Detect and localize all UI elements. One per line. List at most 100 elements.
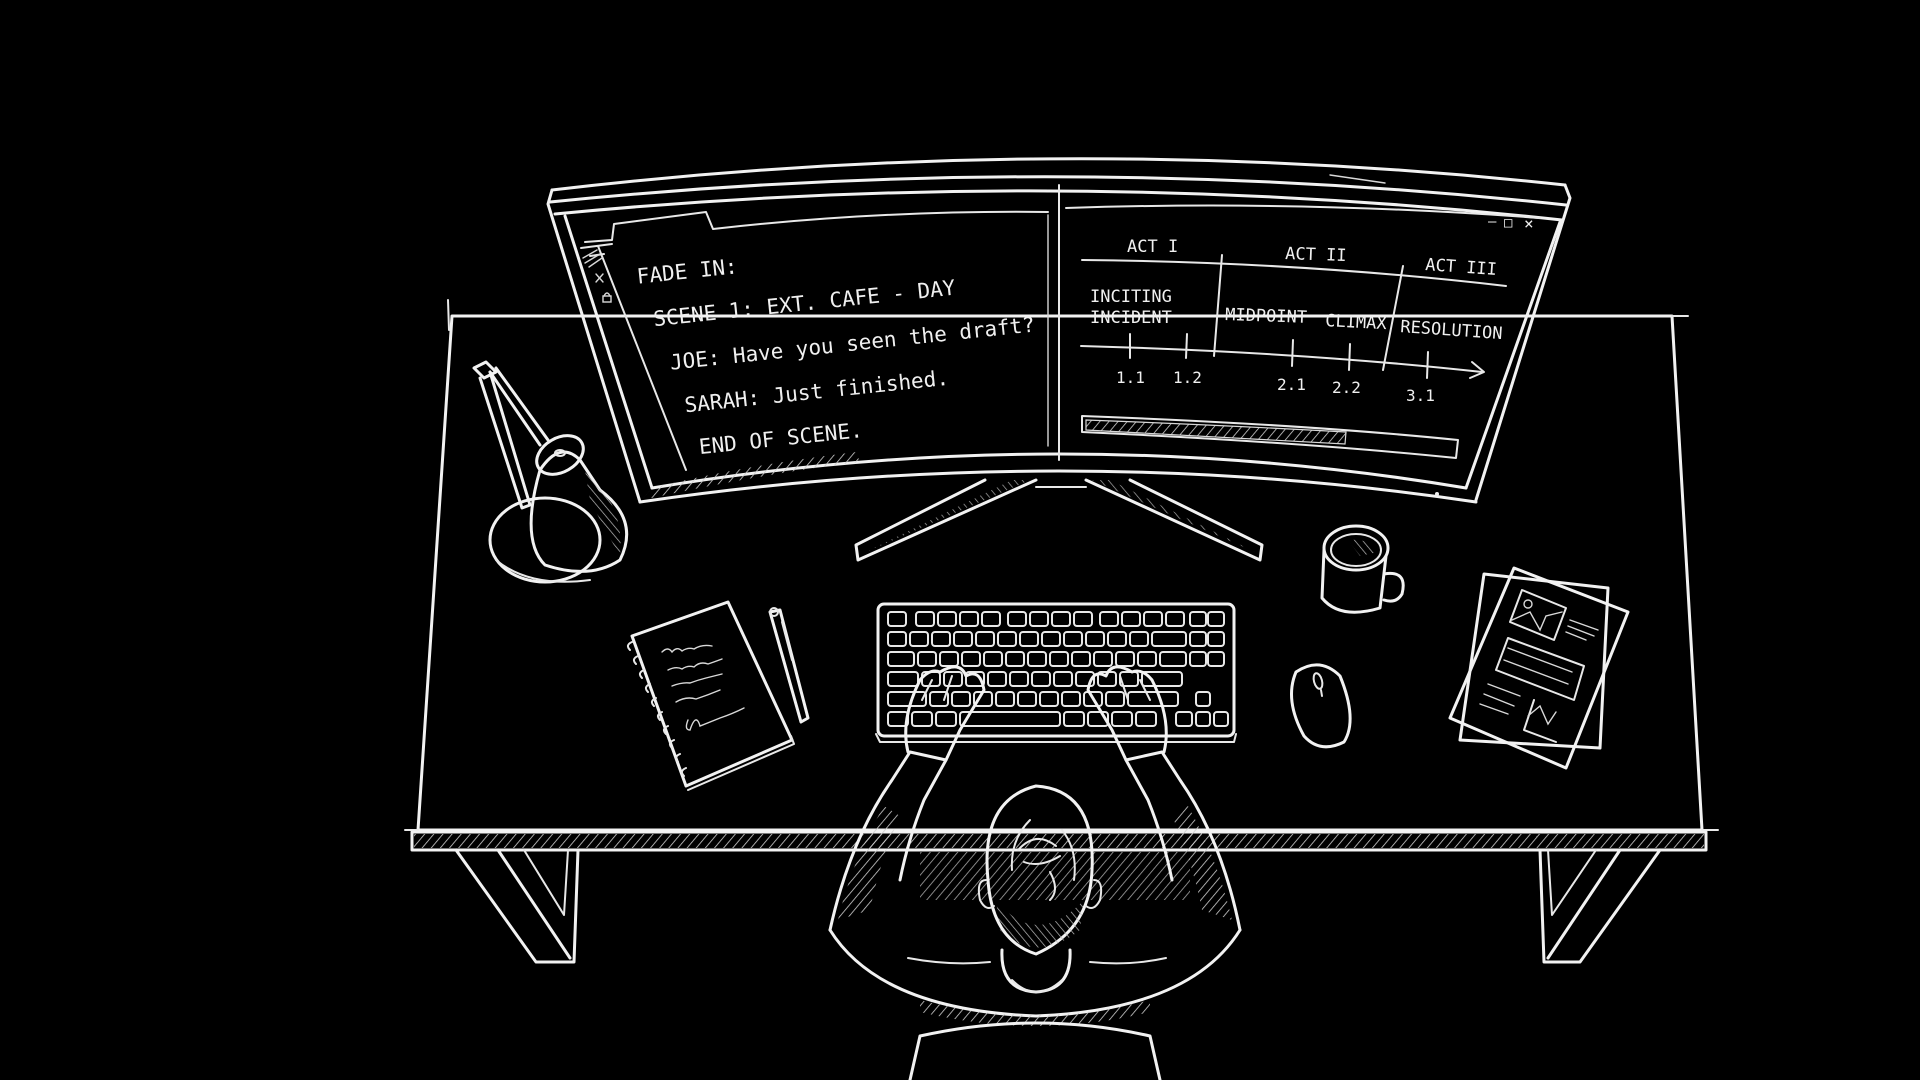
keyboard-key [1051, 611, 1071, 627]
keyboard-key [1207, 611, 1225, 627]
keyboard-key [1189, 611, 1207, 627]
timeline-arrow-icon [1469, 361, 1485, 379]
keyboard-key [1063, 631, 1083, 647]
keyboard-key [981, 611, 1001, 627]
keyboard-key [1085, 631, 1105, 647]
keyboard-key [953, 631, 973, 647]
coffee-mug [1320, 524, 1405, 614]
spiral-notebook [626, 600, 795, 791]
lock-icon[interactable] [602, 292, 612, 303]
keyboard-key [931, 631, 951, 647]
keyboard-key [1071, 651, 1091, 667]
keyboard-key [1087, 711, 1109, 727]
image-icon [1509, 589, 1567, 641]
act-1-label: ACT I [1127, 237, 1178, 257]
keyboard-key [1135, 711, 1157, 727]
keyboard-key [1151, 631, 1187, 647]
keyboard-key [1073, 611, 1093, 627]
keyboard-key [965, 671, 985, 687]
keyboard-key [1189, 651, 1207, 667]
pen [768, 607, 810, 724]
keyboard-key [959, 711, 1061, 727]
close-button[interactable]: × [1524, 214, 1534, 233]
tick-1-1: 1.1 [1116, 368, 1145, 387]
keyboard-key [1175, 711, 1193, 727]
minimize-button[interactable]: – [1488, 214, 1497, 230]
keyboard-key [937, 611, 957, 627]
keyboard-key [1107, 631, 1127, 647]
keyboard-key [1041, 631, 1061, 647]
timeline-axis [1080, 345, 1483, 373]
keyboard-key [935, 711, 957, 727]
beat-resolution: RESOLUTION [1400, 317, 1504, 344]
keyboard-key [1009, 671, 1029, 687]
keyboard-key [915, 611, 935, 627]
keyboard-key [1159, 651, 1187, 667]
keyboard-key [1143, 611, 1163, 627]
keyboard-key [887, 651, 915, 667]
keyboard-key [975, 631, 995, 647]
keyboard-key [1195, 691, 1211, 707]
script-line-1[interactable]: FADE IN: [636, 254, 739, 288]
keyboard-key [987, 671, 1007, 687]
keyboard-key [961, 651, 981, 667]
keyboard-key [1195, 711, 1211, 727]
tick-3-1: 3.1 [1406, 386, 1435, 405]
keyboard-key [1189, 631, 1207, 647]
keyboard-key [1029, 611, 1049, 627]
scissors-icon[interactable] [595, 273, 604, 283]
person [828, 665, 1242, 1080]
keyboard-key [997, 631, 1017, 647]
script-line-5[interactable]: END OF SCENE. [698, 418, 864, 459]
keyboard-key [1061, 691, 1081, 707]
document-pages [1448, 566, 1630, 770]
mouse [1290, 663, 1352, 749]
beat-midpoint: MIDPOINT [1225, 305, 1308, 328]
sidebar-divider [597, 245, 687, 471]
act-3-label: ACT III [1425, 255, 1498, 280]
keyboard-key [1129, 631, 1149, 647]
keyboard-key [1111, 711, 1133, 727]
desk-leg-right [1538, 848, 1662, 964]
keyboard-key [1207, 631, 1225, 647]
beat-inciting-line2: INCIDENT [1090, 308, 1172, 328]
keyboard-key [1165, 611, 1185, 627]
keyboard-key [887, 611, 907, 627]
desk-leg-left [454, 848, 580, 964]
keyboard-key [887, 691, 927, 707]
keyboard-key [911, 711, 933, 727]
maximize-button[interactable]: □ [1504, 215, 1513, 231]
desk-lamp [472, 360, 629, 584]
keyboard-key [1039, 691, 1059, 707]
keyboard-key [939, 651, 959, 667]
keyboard-key [1141, 671, 1183, 687]
script-line-4[interactable]: SARAH: Just finished. [683, 366, 950, 418]
keyboard [875, 602, 1237, 743]
keyboard-key [943, 671, 963, 687]
keyboard-key [959, 611, 979, 627]
screenplay-panel: FADE IN: SCENE 1: EXT. CAFE - DAY JOE: H… [580, 210, 1049, 471]
script-line-2[interactable]: SCENE 1: EXT. CAFE - DAY [652, 276, 957, 332]
keyboard-key [1115, 651, 1135, 667]
keyboard-key [1053, 671, 1073, 687]
act-2-label: ACT II [1285, 244, 1347, 266]
spiral-binding [626, 641, 687, 777]
keyboard-key [1031, 671, 1051, 687]
keyboard-key [951, 691, 971, 707]
monitor-stand [854, 478, 1264, 562]
desk [404, 299, 1719, 964]
keyboard-key [1075, 671, 1095, 687]
tick-1-2: 1.2 [1173, 368, 1202, 387]
keyboard-key [1007, 611, 1027, 627]
beat-climax: CLIMAX [1325, 311, 1388, 334]
brush-icon[interactable] [582, 249, 603, 268]
keyboard-key [1017, 691, 1037, 707]
tick-2-2: 2.2 [1332, 378, 1361, 397]
keyboard-key [995, 691, 1015, 707]
keyboard-key [917, 651, 937, 667]
keyboard-key [909, 631, 929, 647]
keyboard-key [1137, 651, 1157, 667]
keyboard-key [1005, 651, 1025, 667]
keyboard-key [1105, 691, 1125, 707]
